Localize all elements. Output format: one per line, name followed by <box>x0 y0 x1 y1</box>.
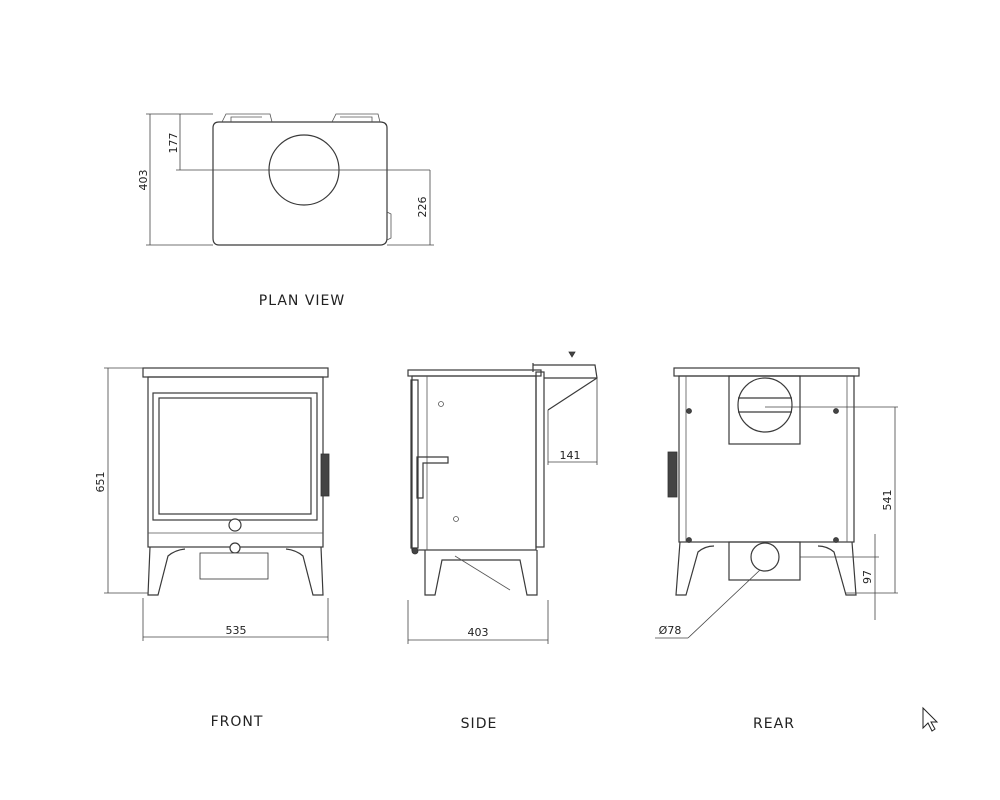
plan-top-plates <box>221 113 381 123</box>
rear-leg-right <box>817 541 857 596</box>
front-door <box>152 392 318 521</box>
plan-view-caption: PLAN VIEW <box>259 293 345 309</box>
dim-plan-flue-front: 226 <box>416 197 429 218</box>
side-flue-arrow <box>568 351 576 358</box>
dim-plan-depth: 403 <box>137 170 150 191</box>
front-glass <box>158 397 312 515</box>
mouse-pointer-icon <box>922 706 939 732</box>
rear-side-handle <box>667 451 678 498</box>
front-logo-badge <box>228 518 242 532</box>
rear-caption: REAR <box>753 716 795 732</box>
rear-flue-outlet <box>737 377 793 433</box>
dim-rear-inlet-diameter: Ø78 <box>659 624 682 637</box>
dim-rear-inlet-height: 97 <box>861 570 874 584</box>
side-top-plate <box>407 369 542 377</box>
front-side-handle <box>320 453 330 497</box>
dim-rear-flue-height: 541 <box>881 490 894 511</box>
plan-outline <box>212 121 388 246</box>
side-flue-back <box>535 371 545 548</box>
side-legs <box>424 550 538 596</box>
side-door-edge <box>410 379 419 549</box>
side-flue-spigot <box>532 363 598 411</box>
front-view: 651 535 FRONT <box>94 367 330 730</box>
dim-side-depth: 403 <box>468 626 489 639</box>
side-caption: SIDE <box>461 716 498 732</box>
front-air-control <box>229 542 241 554</box>
dim-side-flue: 141 <box>560 449 581 462</box>
front-top-plate <box>142 367 329 378</box>
front-leg-right <box>285 546 324 596</box>
rear-air-inlet-box <box>728 541 801 581</box>
dim-plan-flue-back: 177 <box>167 133 180 154</box>
rear-top-plate <box>673 367 860 377</box>
rear-body <box>678 375 855 543</box>
plan-handle <box>386 211 392 241</box>
rear-air-inlet <box>750 542 780 572</box>
side-door-handle <box>416 456 449 499</box>
rear-view: 541 97 Ø78 REAR <box>655 367 898 732</box>
dim-front-height: 651 <box>94 472 107 493</box>
side-view: 141 403 SIDE <box>407 351 598 732</box>
rear-flue-plate <box>728 375 801 445</box>
front-caption: FRONT <box>211 714 264 730</box>
plan-view: 403 177 226 PLAN VIEW <box>137 113 434 309</box>
dim-front-width: 535 <box>226 624 247 637</box>
front-leg-left <box>147 546 186 596</box>
front-ashpan <box>199 552 269 580</box>
rear-leg-left <box>675 541 715 596</box>
